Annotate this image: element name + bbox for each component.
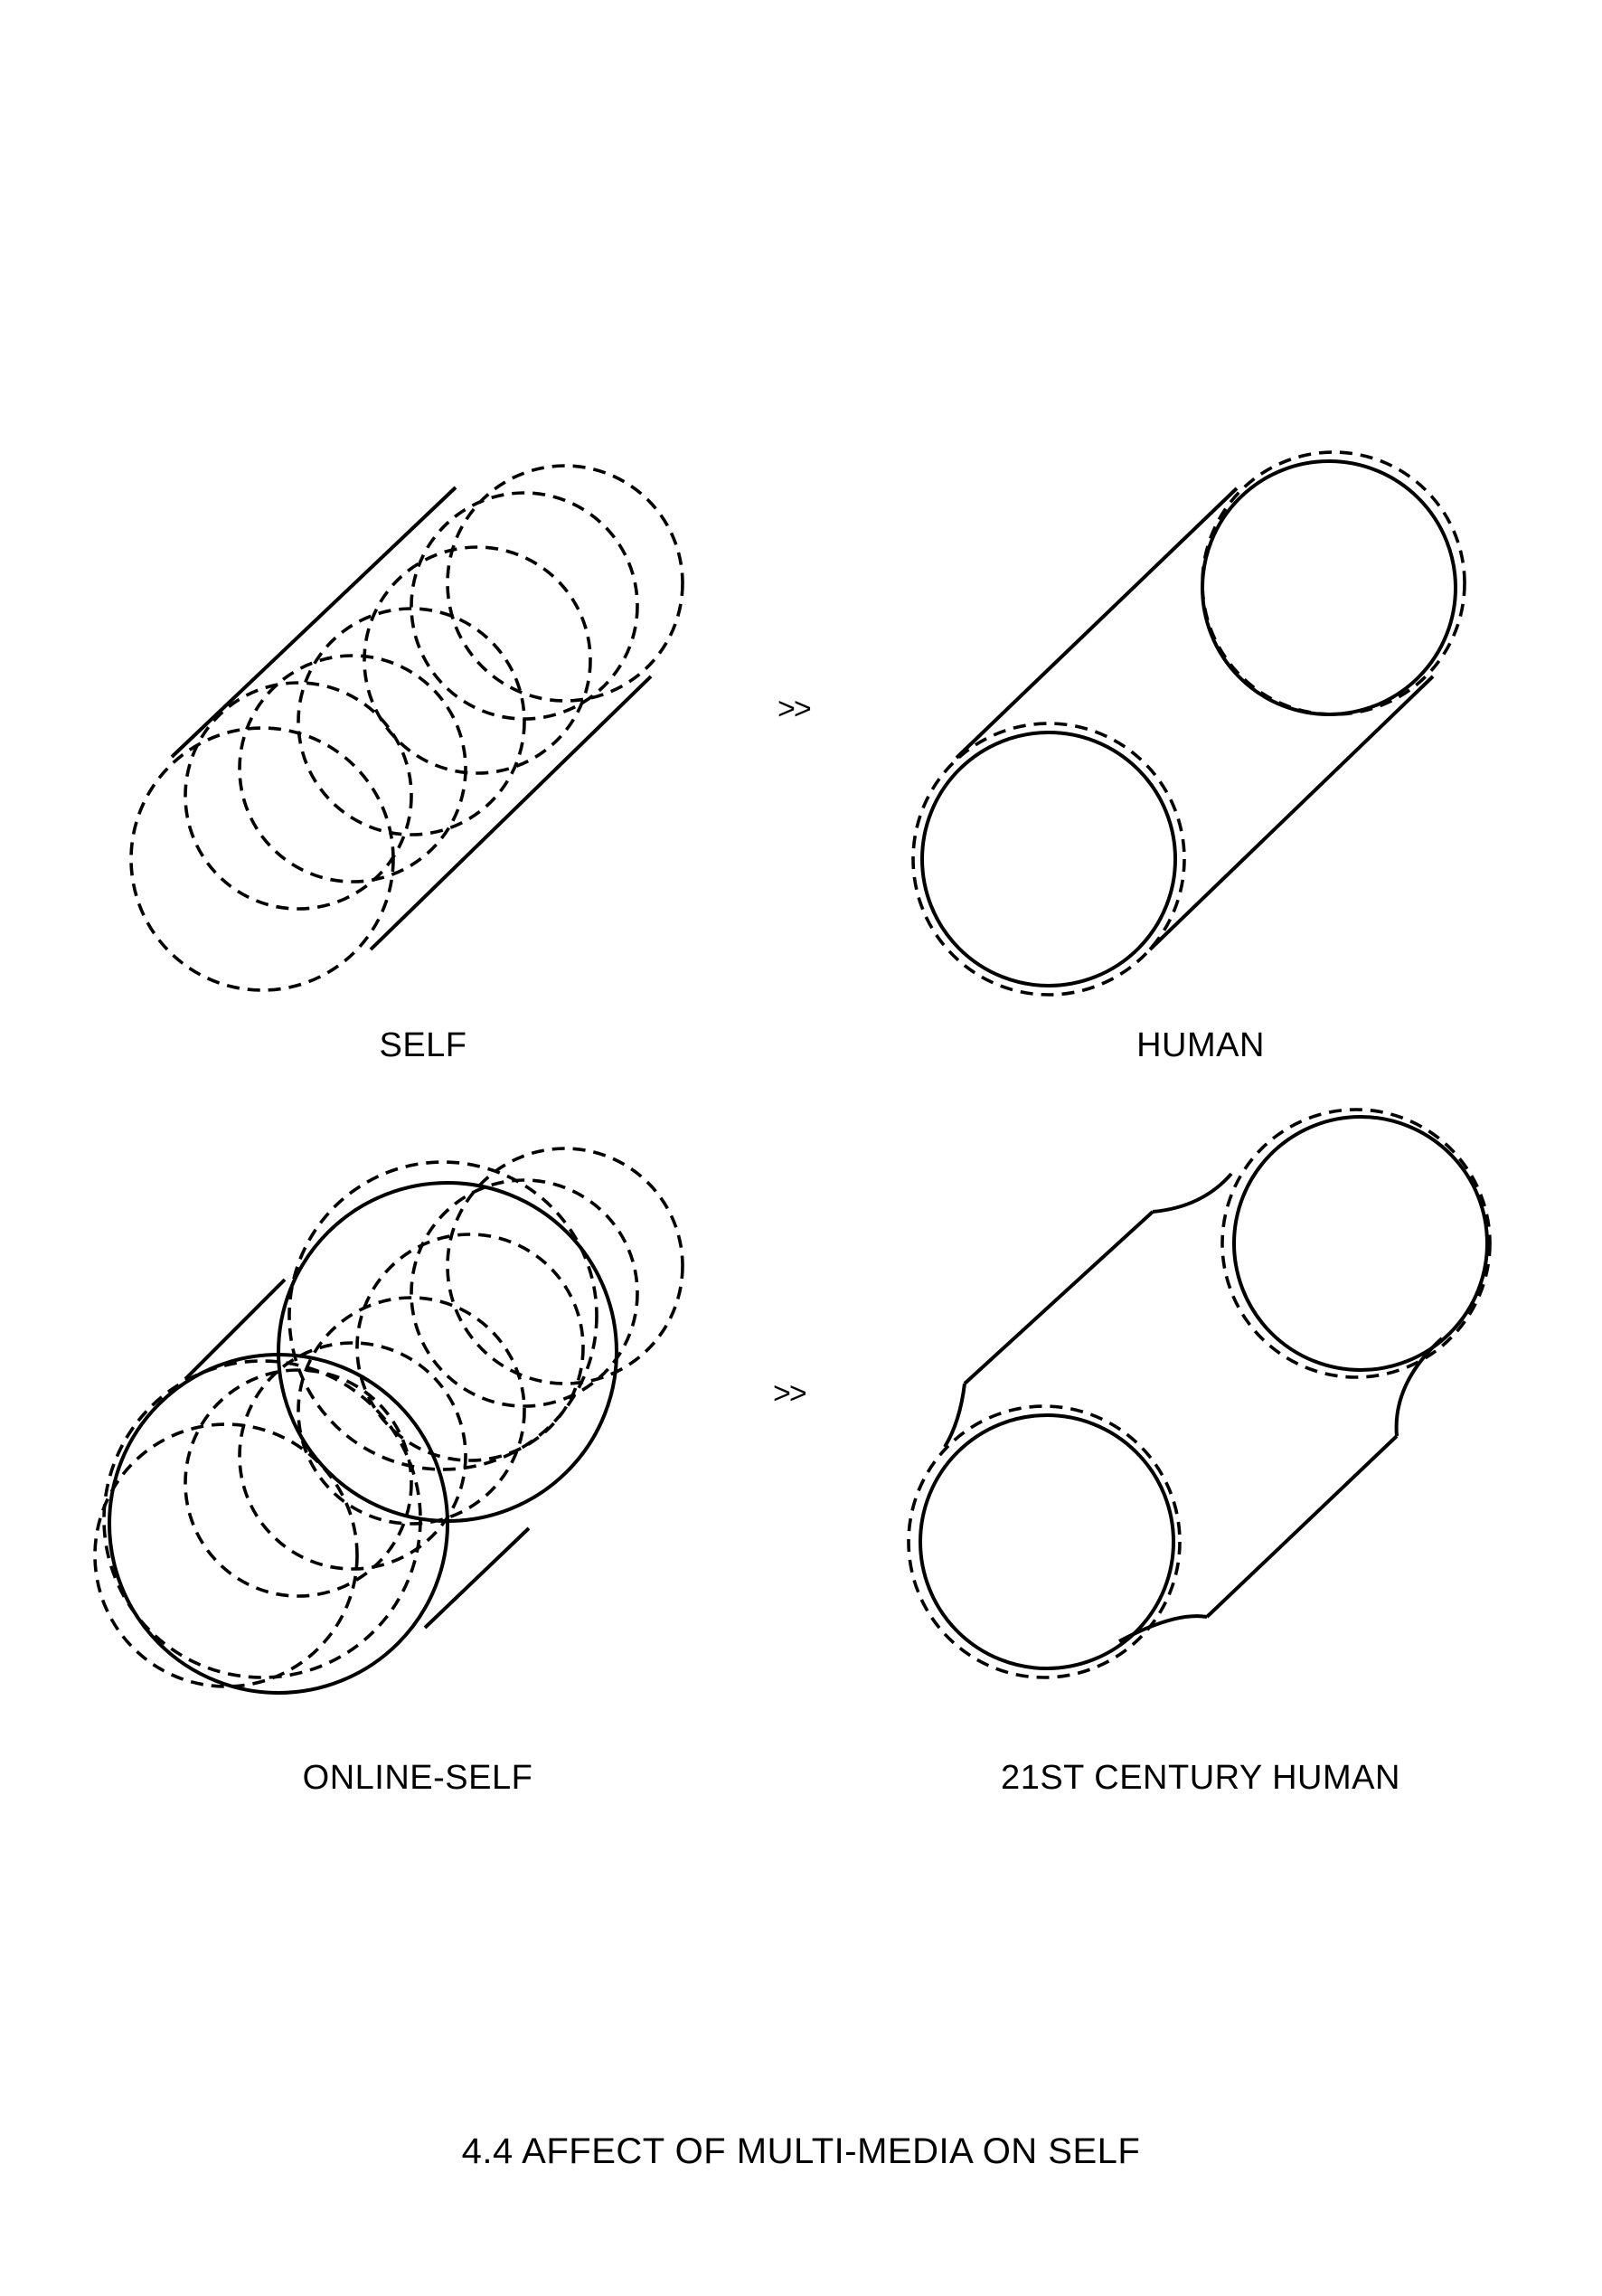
self-dashed-circle-5 (363, 545, 592, 775)
self-dashed-circle-1 (129, 726, 395, 992)
online-self-dashed-circle-1 (93, 1422, 359, 1688)
21c-left-notch (943, 1383, 966, 1449)
online-self-dashed-circle-4 (238, 1341, 467, 1571)
self-edge-top (170, 486, 457, 759)
online-self-solid-circle-back (277, 1181, 618, 1523)
21st-century-human-figure (907, 1108, 1492, 1679)
21c-dashed-circle-back (1220, 1108, 1492, 1379)
self-dashed-circle-2 (184, 681, 413, 911)
figure-caption: 4.4 AFFECT OF MULTI-MEDIA ON SELF (461, 2131, 1141, 2171)
21c-solid-circle-front (919, 1413, 1175, 1670)
online-self-dashed-circle-5 (297, 1296, 526, 1526)
self-figure (129, 464, 684, 992)
online-self-dashed-circle-8 (446, 1147, 684, 1385)
online-self-edge-top (184, 1278, 287, 1381)
21c-solid-circle-back (1232, 1115, 1489, 1372)
human-dashed-circle-back (1201, 450, 1466, 716)
human-dashed-circle-front (911, 722, 1186, 997)
21c-dashed-circle-front (907, 1404, 1182, 1679)
panel-label-self: SELF (379, 1026, 467, 1064)
human-edge-top (955, 487, 1239, 760)
self-dashed-circle-6 (410, 491, 639, 721)
21c-top-notch (1152, 1172, 1233, 1214)
human-solid-circle-front (920, 731, 1177, 987)
21c-edge-top (963, 1210, 1154, 1385)
human-edge-bottom (1148, 675, 1435, 951)
self-dashed-circle-7 (446, 464, 684, 703)
online-self-edge-bottom (423, 1526, 531, 1630)
transform-arrow-top: >> (777, 692, 812, 726)
online-self-figure (93, 1147, 684, 1695)
online-self-dashed-circle-2 (102, 1359, 422, 1679)
21c-edge-bottom (1205, 1434, 1399, 1619)
online-self-dashed-circle-6 (355, 1233, 585, 1462)
human-solid-circle-back (1201, 459, 1457, 716)
panel-label-online-self: ONLINE-SELF (302, 1759, 533, 1797)
panel-label-21st-century-human: 21ST CENTURY HUMAN (1001, 1759, 1400, 1797)
transform-arrow-bottom: >> (773, 1376, 807, 1411)
online-self-dashed-circle-9 (287, 1160, 598, 1471)
human-figure (911, 450, 1466, 997)
self-dashed-circle-3 (238, 654, 467, 883)
self-edge-bottom (369, 675, 653, 951)
online-self-dashed-circle-7 (410, 1178, 639, 1408)
panel-label-human: HUMAN (1136, 1026, 1265, 1064)
self-dashed-circle-4 (297, 607, 526, 836)
